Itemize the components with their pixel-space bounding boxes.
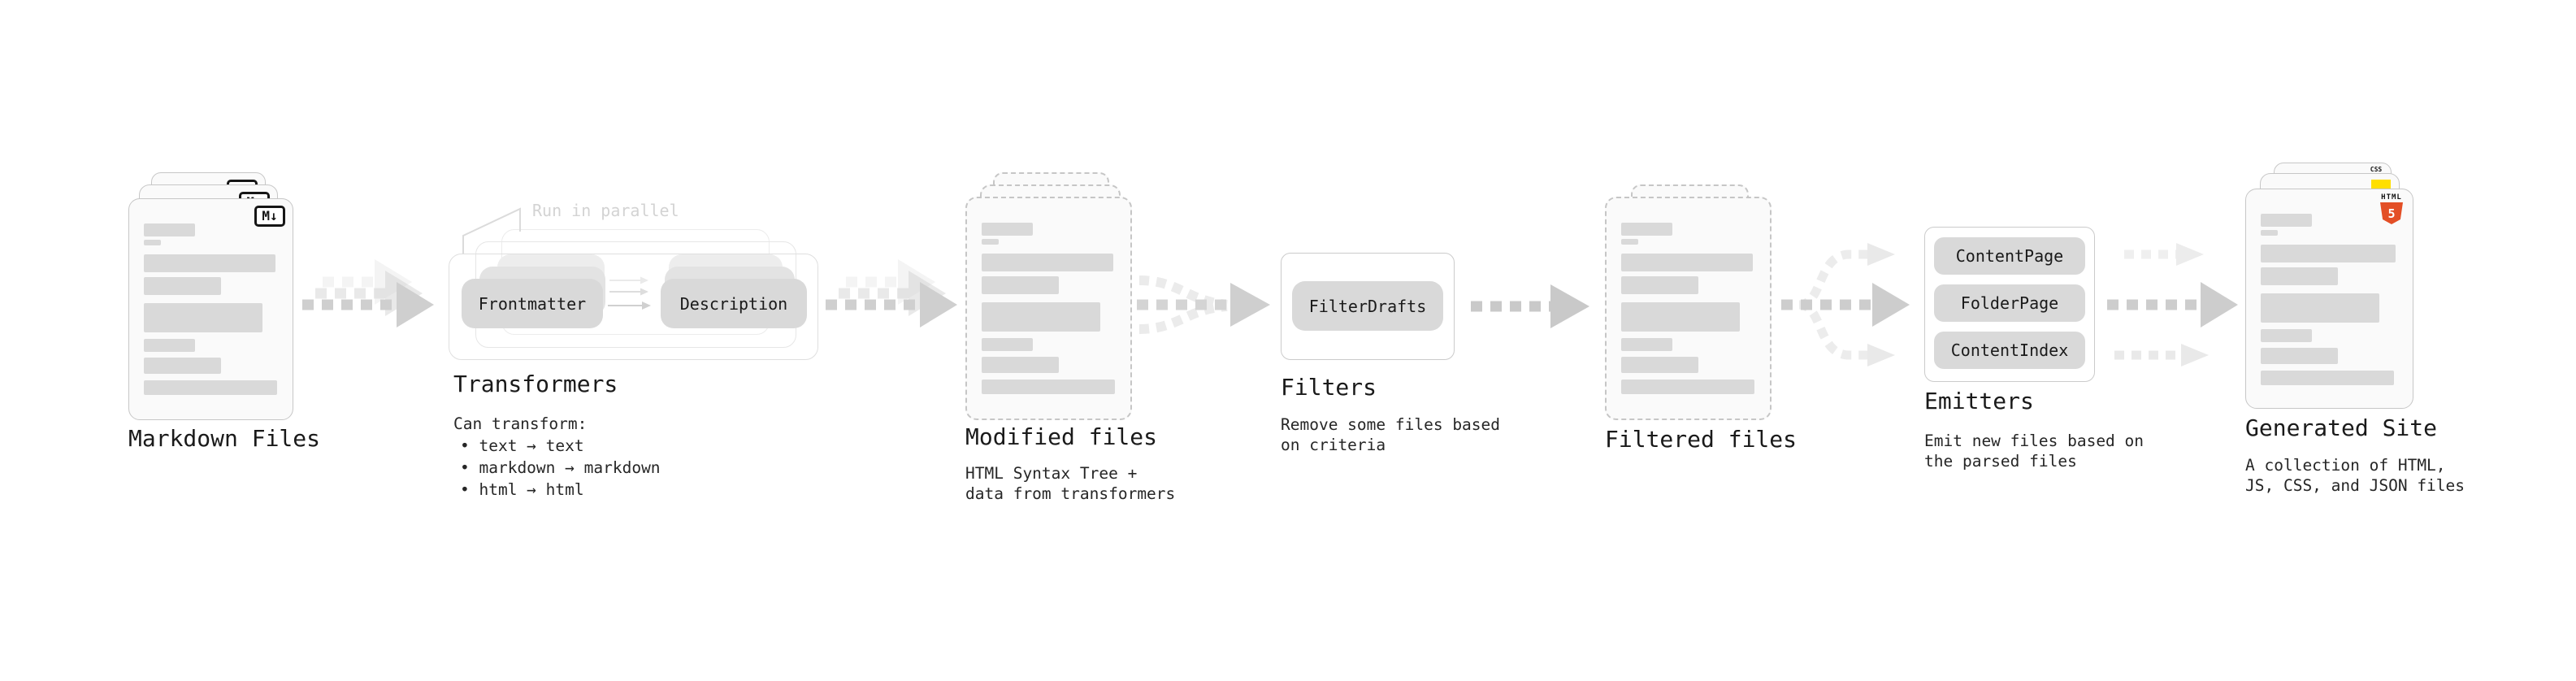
placeholder-bar: [2261, 230, 2278, 236]
placeholder-bar: [1621, 254, 1753, 271]
stage-title-filtered-files: Filtered files: [1605, 426, 1798, 453]
placeholder-bar: [1621, 380, 1754, 394]
placeholder-bar: [2261, 293, 2379, 323]
stage-title-modified-files: Modified files: [965, 423, 1158, 450]
flow-arrow-filtered-to-emitters: [1781, 243, 1910, 367]
flow-arrow-modified-to-filters: [1137, 275, 1270, 334]
run-in-parallel-annotation: Run in parallel: [532, 201, 679, 220]
generated-file-card-front: HTML 5: [2245, 189, 2413, 409]
placeholder-bar: [982, 276, 1059, 294]
placeholder-bar: [144, 380, 277, 395]
transform-arrows: [608, 276, 651, 310]
text-placeholder-bars: [1621, 223, 1755, 394]
stage-title-transformers: Transformers: [453, 371, 618, 397]
transformers-description: Can transform:: [453, 414, 588, 433]
placeholder-bar: [144, 303, 262, 332]
emitter-pill-contentindex: ContentIndex: [1934, 332, 2085, 369]
modified-files-description: HTML Syntax Tree + data from transformer…: [965, 464, 1176, 503]
stage-title-markdown-files: Markdown Files: [128, 425, 321, 452]
flow-arrow-markdown-to-transformers: [302, 259, 434, 327]
placeholder-bar: [1621, 302, 1740, 332]
placeholder-bar: [982, 254, 1113, 271]
placeholder-bar: [144, 277, 221, 295]
stage-title-emitters: Emitters: [1924, 388, 2034, 414]
javascript-icon: [2371, 180, 2391, 191]
markdown-file-card-front: M↓: [128, 198, 293, 420]
placeholder-bar: [2261, 214, 2312, 227]
placeholder-bar: [982, 357, 1059, 373]
placeholder-bar: [144, 358, 221, 374]
text-placeholder-bars: [144, 223, 278, 395]
placeholder-bar: [144, 240, 161, 245]
markdown-icon: M↓: [254, 206, 285, 227]
placeholder-bar: [1621, 239, 1638, 245]
filtered-file-card-front: [1605, 197, 1772, 420]
bullet-item: html → html: [460, 479, 661, 501]
bullet-item: markdown → markdown: [460, 457, 660, 479]
placeholder-bar: [144, 223, 195, 236]
emitters-description: Emit new files based on the parsed files: [1924, 432, 2144, 471]
placeholder-bar: [144, 254, 275, 272]
bullet-item: text → text: [460, 435, 661, 457]
placeholder-bar: [982, 302, 1100, 332]
transformer-layer-front: [449, 254, 818, 360]
html5-icon-label: HTML: [2381, 193, 2402, 202]
placeholder-bar: [2261, 329, 2312, 342]
placeholder-bar: [982, 239, 999, 245]
placeholder-bar: [2261, 245, 2396, 262]
html5-icon: HTML 5: [2379, 193, 2404, 224]
modified-file-card-front: [965, 197, 1132, 420]
annotation-leader-line: [462, 207, 521, 254]
placeholder-bar: [982, 380, 1115, 394]
placeholder-bar: [2261, 371, 2394, 385]
placeholder-bar: [2261, 267, 2338, 285]
flow-arrow-filters-to-filtered: [1471, 284, 1589, 328]
description-pill: Description: [661, 279, 807, 328]
html5-icon-numeral: 5: [2387, 206, 2396, 221]
transformers-bullet-list: text → text markdown → markdown html → h…: [460, 435, 661, 501]
flow-arrows-emitters-to-generated: [2107, 243, 2238, 367]
generated-site-description: A collection of HTML, JS, CSS, and JSON …: [2245, 456, 2465, 495]
stage-title-filters: Filters: [1281, 374, 1377, 401]
placeholder-bar: [1621, 338, 1672, 351]
emitter-pill-contentpage: ContentPage: [1934, 237, 2085, 275]
text-placeholder-bars: [2261, 214, 2398, 385]
frontmatter-pill: Frontmatter: [462, 279, 603, 328]
emitter-pill-folderpage: FolderPage: [1934, 284, 2085, 322]
stage-title-generated-site: Generated Site: [2245, 414, 2438, 441]
flow-arrow-transformers-to-modified: [826, 259, 957, 327]
text-placeholder-bars: [982, 223, 1116, 394]
filters-description: Remove some files based on criteria: [1281, 415, 1501, 454]
placeholder-bar: [144, 339, 195, 352]
filterdrafts-pill: FilterDrafts: [1292, 281, 1443, 331]
placeholder-bar: [2261, 348, 2338, 364]
placeholder-bar: [1621, 223, 1672, 236]
placeholder-bar: [1621, 276, 1698, 294]
placeholder-bar: [1621, 357, 1698, 373]
placeholder-bar: [982, 338, 1033, 351]
placeholder-bar: [982, 223, 1033, 236]
css-icon-label: CSS: [2370, 166, 2383, 173]
